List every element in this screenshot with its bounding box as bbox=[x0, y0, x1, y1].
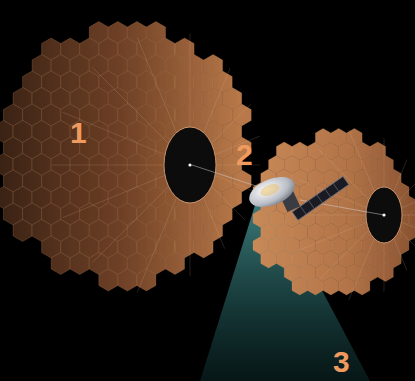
hex-panel bbox=[118, 269, 137, 291]
hub-dot bbox=[188, 163, 191, 166]
callout-number: 2 bbox=[236, 140, 253, 170]
hex-panel bbox=[292, 277, 308, 295]
hex-panel bbox=[99, 269, 118, 291]
central-hub bbox=[164, 127, 216, 203]
hex-panel bbox=[261, 250, 277, 268]
hex-panel bbox=[13, 220, 32, 242]
callout-number: 3 bbox=[333, 347, 350, 377]
spacecraft bbox=[245, 171, 349, 220]
hex-panel bbox=[51, 253, 70, 275]
large-starshade bbox=[0, 22, 328, 304]
hex-panel bbox=[166, 253, 185, 275]
hex-panel bbox=[137, 269, 156, 291]
hex-panel bbox=[308, 277, 324, 295]
hex-panel bbox=[354, 277, 370, 295]
small-starshade bbox=[253, 123, 415, 307]
hex-panel bbox=[378, 264, 394, 282]
hex-panel bbox=[194, 236, 213, 258]
hex-panel bbox=[70, 253, 89, 275]
hex-panel bbox=[323, 277, 339, 295]
callout-number: 1 bbox=[70, 118, 87, 148]
